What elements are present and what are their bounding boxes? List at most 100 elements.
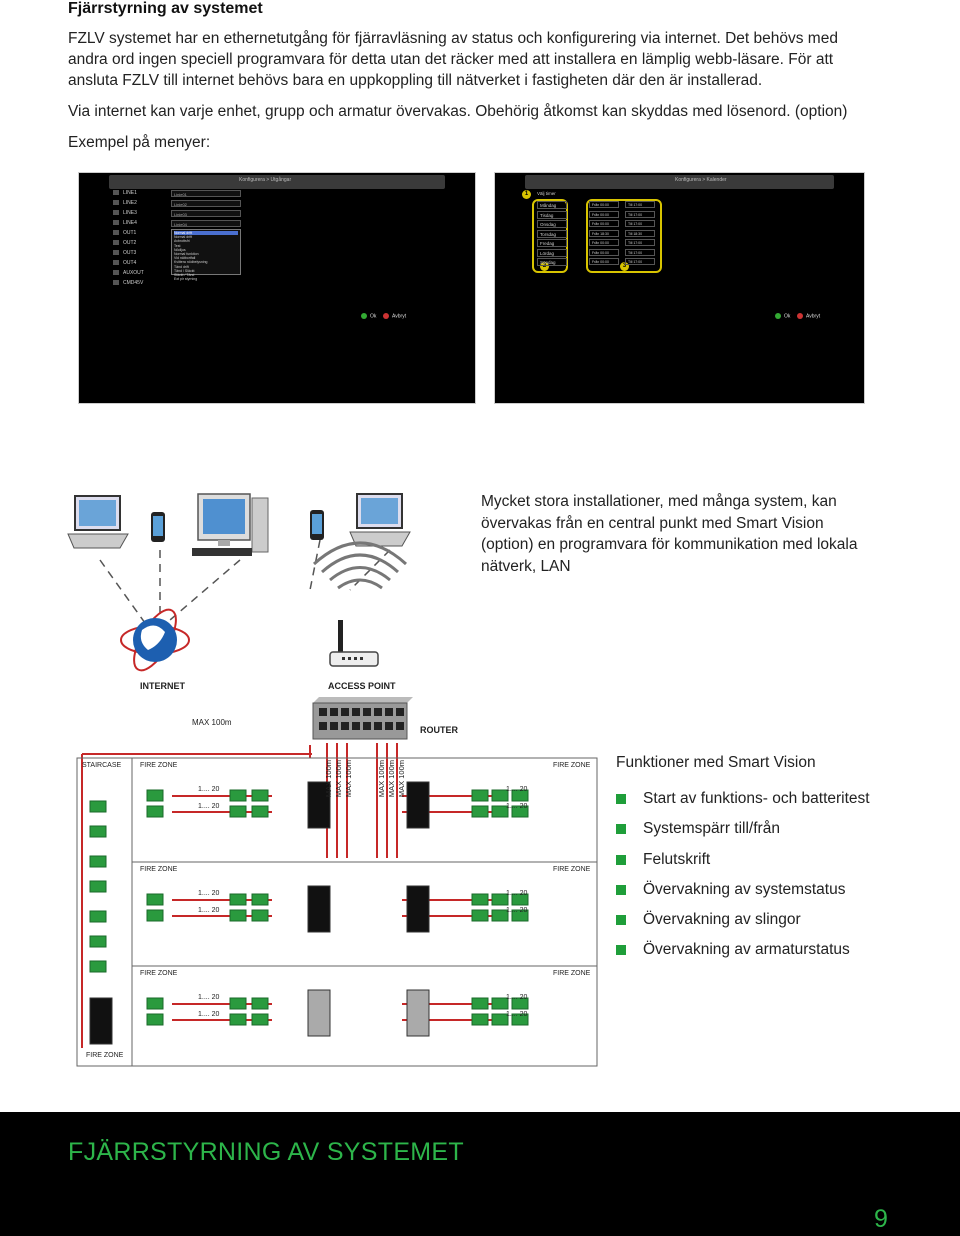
bullet-icon: [616, 794, 626, 804]
exit-sign-icon: [491, 805, 509, 818]
day-checkbox: Onsdag: [537, 220, 567, 228]
router-port: [396, 708, 404, 716]
luminaire-range-label: 1.... 20: [506, 907, 528, 914]
marker-3: 3: [620, 262, 629, 271]
fire-zone-label: FIRE ZONE: [553, 866, 591, 873]
breadcrumb: Konfigurera > Kalender: [675, 177, 727, 183]
staircase-label: STAIRCASE: [82, 762, 122, 769]
function-item: Övervakning av slingor: [616, 905, 870, 935]
bullet-icon: [616, 945, 626, 956]
router-port: [352, 722, 360, 730]
fire-zone-label: FIRE ZONE: [553, 762, 591, 769]
fire-zone-label: FIRE ZONE: [140, 866, 178, 873]
dropdown-option: Ext pir styrning: [174, 277, 198, 282]
max-distance-vertical-label: MAX 100m: [324, 760, 333, 798]
max-distance-label: MAX 100m: [192, 718, 232, 727]
to-time-field: Till 17:00: [625, 239, 655, 246]
control-unit-icon: [307, 885, 331, 933]
bullet-icon: [616, 884, 626, 895]
luminaire-range-label: 1.... 20: [506, 994, 528, 1001]
exit-sign-icon: [511, 997, 529, 1010]
max-distance-vertical-label: MAX 100m: [334, 760, 343, 798]
wifi-icon: [312, 541, 408, 590]
exit-sign-icon: [471, 909, 489, 922]
dropdown-option: Kvittera nödbelysning: [174, 260, 208, 265]
building-zones-diagram: [76, 743, 598, 1067]
exit-sign-icon: [251, 1013, 269, 1026]
exit-sign-icon: [471, 893, 489, 906]
exit-sign-icon: [491, 893, 509, 906]
screenshot-outputs-config: Konfigurera > Utgångar Linie01 Linie02 L…: [78, 172, 476, 404]
exit-sign-icon: [251, 893, 269, 906]
dropdown-option: Tänd / Släckt: [174, 268, 195, 273]
phone-icon: [151, 512, 165, 542]
luminaire-range-label: 1.... 20: [198, 890, 220, 897]
timer-checkbox: Välj timer: [537, 191, 556, 196]
exit-sign-icon: [471, 997, 489, 1010]
breadcrumb: Konfigurera > Utgångar: [239, 177, 292, 183]
control-unit-icon: [89, 997, 113, 1045]
exit-sign-icon: [89, 910, 107, 923]
exit-sign-icon: [229, 997, 247, 1010]
exit-sign-icon: [229, 909, 247, 922]
line-name-input: Linie02: [171, 200, 241, 207]
exit-sign-icon: [511, 893, 529, 906]
menu-item: AUXOUT: [113, 270, 144, 276]
dropdown-option: Normal drift: [174, 231, 238, 236]
luminaire-range-label: 1.... 20: [198, 907, 220, 914]
dropdown-option: Vid nätbortfall: [174, 256, 196, 261]
desktop-computer-icon: [192, 493, 269, 556]
exit-sign-icon: [229, 789, 247, 802]
exit-sign-icon: [146, 805, 164, 818]
page-footer: [0, 1112, 960, 1236]
exit-sign-icon: [146, 789, 164, 802]
globe-icon: [120, 608, 190, 672]
exit-sign-icon: [89, 855, 107, 868]
router-port: [396, 722, 404, 730]
access-point-label: ACCESS POINT: [328, 681, 396, 691]
description-line: (option) en programvara för kommunikatio…: [481, 536, 858, 553]
ok-button: Ok: [775, 313, 790, 319]
max-distance-vertical-label: MAX 100m: [387, 760, 396, 798]
exit-sign-icon: [89, 825, 107, 838]
exit-sign-icon: [491, 909, 509, 922]
phone-icon: [310, 510, 324, 540]
menu-item: LINE4: [113, 220, 137, 226]
exit-sign-icon: [471, 1013, 489, 1026]
footer-title: FJÄRRSTYRNING AV SYSTEMET: [68, 1138, 464, 1166]
smart-vision-description: Mycket stora installationer, med många s…: [481, 491, 881, 577]
day-checkbox: Fredag: [537, 239, 567, 247]
screenshot-calendar-config: Konfigurera > Kalender 1 Välj timer 2 3 …: [494, 172, 865, 404]
to-time-field: Till 17:00: [625, 210, 655, 218]
fire-zone-label: FIRE ZONE: [140, 762, 178, 769]
function-item: Övervakning av armaturstatus: [616, 935, 870, 965]
screenshot-toolbar: Konfigurera > Utgångar: [109, 175, 445, 189]
exit-sign-icon: [511, 805, 529, 818]
control-unit-icon: [307, 781, 331, 829]
intro-menus-caption: Exempel på menyer:: [68, 134, 211, 151]
exit-sign-icon: [491, 789, 509, 802]
menu-item: OUT4: [113, 260, 136, 266]
control-unit-icon: [307, 989, 331, 1037]
section-heading: Fjärrstyrning av systemet: [68, 0, 263, 17]
router-port: [341, 722, 349, 730]
luminaire-range-label: 1.... 20: [506, 786, 528, 793]
cancel-button: Avbryt: [383, 313, 406, 319]
ok-button: Ok: [361, 313, 376, 319]
max-distance-vertical-label: MAX 100m: [397, 760, 406, 798]
exit-sign-icon: [471, 805, 489, 818]
dropdown-option: Avbrottsfri: [174, 239, 190, 244]
luminaire-range-label: 1.... 20: [198, 803, 220, 810]
dropdown-option: Tänd drift: [174, 264, 189, 269]
router-port: [385, 708, 393, 716]
from-time-field: Från 00:00: [589, 220, 619, 227]
exit-sign-icon: [146, 1013, 164, 1026]
intro-line-2: andra ord ingen speciell programvara för…: [68, 51, 834, 68]
function-item: Systemspärr till/från: [616, 814, 870, 844]
exit-sign-icon: [511, 909, 529, 922]
days-highlight: [532, 199, 568, 273]
exit-sign-icon: [146, 893, 164, 906]
to-time-field: Till 17:00: [625, 220, 655, 227]
router-port: [363, 722, 371, 730]
dropdown-option: Test: [174, 243, 181, 248]
